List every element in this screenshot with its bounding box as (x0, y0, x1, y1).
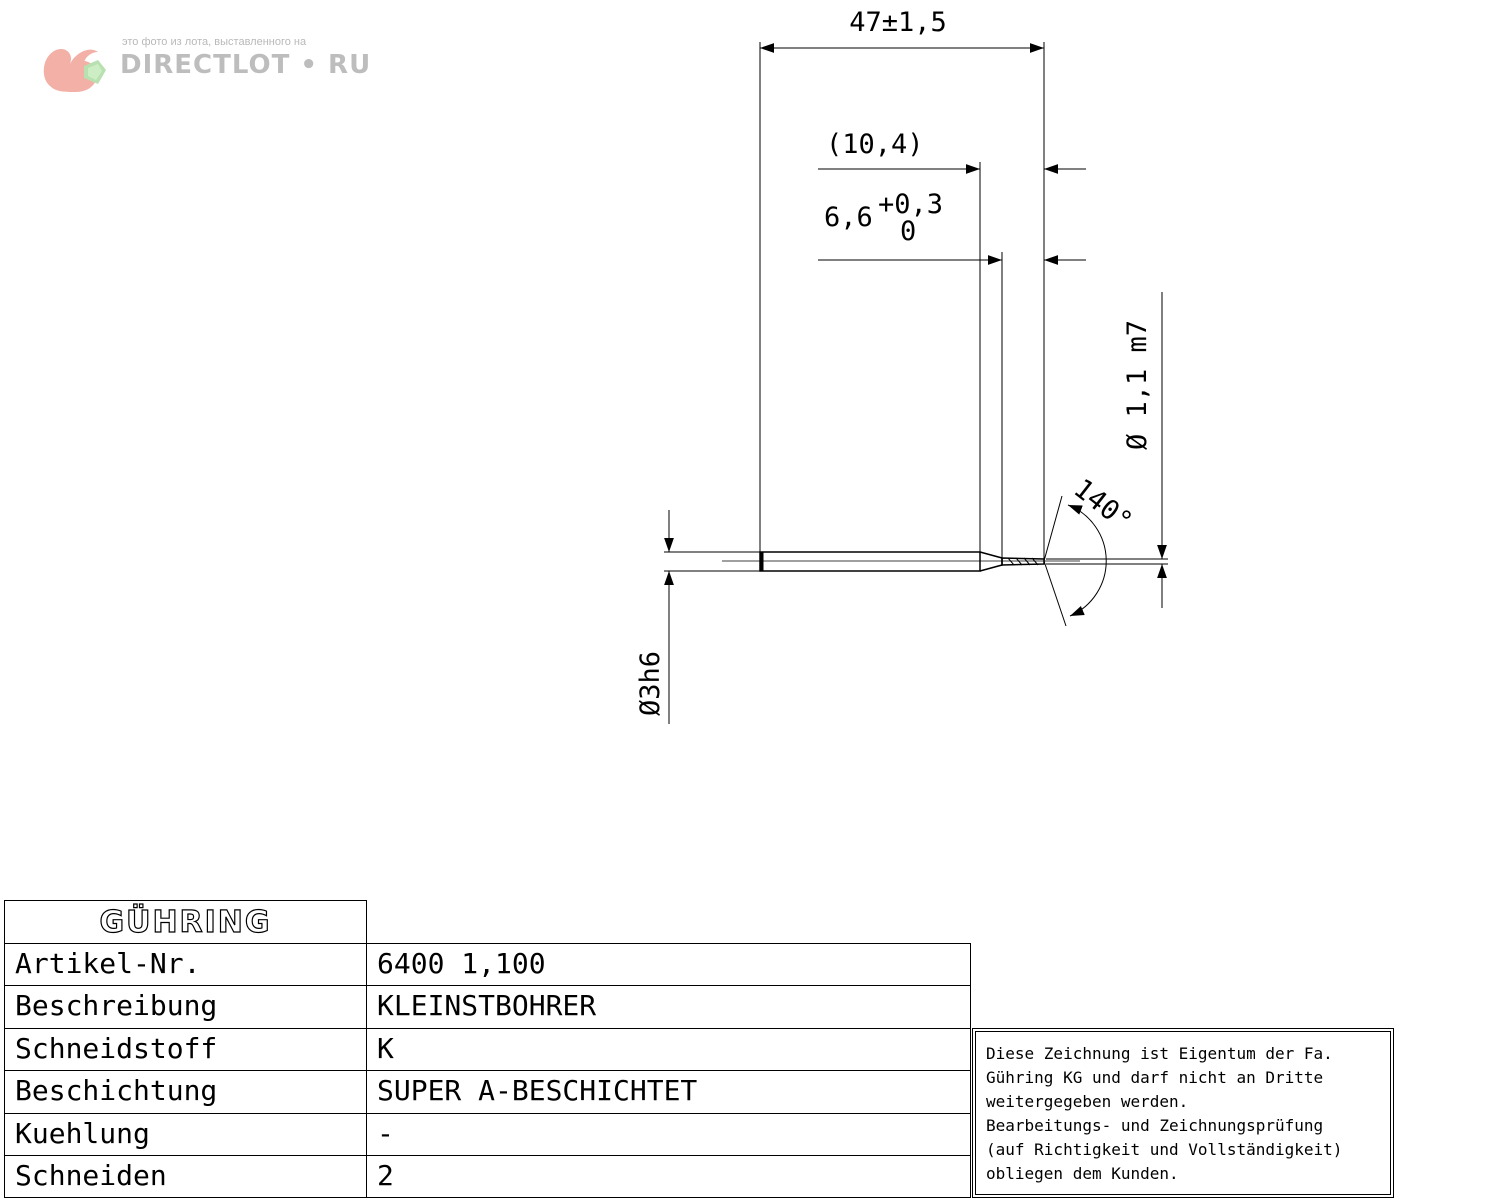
notice-line: Diese Zeichnung ist Eigentum der Fa. (986, 1044, 1333, 1063)
watermark-caption: это фото из лота, выставленного на (122, 36, 307, 48)
angle-arc (1067, 504, 1107, 617)
angle-ext-lower (1043, 560, 1067, 627)
extension-lines (664, 42, 1168, 572)
title-row-value: 6400 1,100 (366, 943, 971, 987)
watermark-site: DIRECTLOT • RU (120, 50, 372, 80)
title-row-value: 2 (366, 1155, 971, 1199)
technical-drawing: 47±1,5 (10,4) 6,6 +0,3 0 Ø 1,1 m7 Ø3h6 1… (635, 7, 1168, 724)
dim-point-angle: 140° (1068, 473, 1138, 537)
notice-line: Bearbeitungs- und Zeichnungsprüfung (986, 1116, 1324, 1135)
dim-flute-tol-upper: +0,3 (878, 189, 943, 220)
squirrel-logo-icon (43, 48, 106, 92)
brand-logo: GÜHRING (99, 904, 272, 940)
dim-tip-diameter: Ø 1,1 m7 (1122, 320, 1153, 450)
brand-cell: GÜHRING (4, 900, 367, 944)
dim-flute-nominal: 6,6 (824, 202, 873, 233)
title-row-value: KLEINSTBOHRER (366, 985, 971, 1029)
title-row-value: K (366, 1027, 971, 1072)
watermark: это фото из лота, выставленного на DIREC… (40, 36, 370, 96)
notice-line: obliegen dem Kunden. (986, 1164, 1179, 1183)
notice-box: Diese Zeichnung ist Eigentum der Fa. Gühr… (972, 1028, 1394, 1198)
title-row-label: Artikel-Nr. (4, 943, 367, 987)
notice-line: weitergegeben werden. (986, 1092, 1189, 1111)
title-row-label: Kuehlung (4, 1112, 367, 1156)
title-row-label: Schneidstoff (4, 1027, 367, 1072)
title-row-value: - (366, 1112, 971, 1156)
dim-flute-tol-lower: 0 (900, 216, 916, 247)
dim-overall-length: 47±1,5 (849, 7, 947, 38)
title-row-label: Beschichtung (4, 1070, 367, 1114)
notice-inner: Diese Zeichnung ist Eigentum der Fa. Gühr… (975, 1031, 1391, 1195)
dim-flute-ref: (10,4) (826, 129, 924, 160)
notice-line: (auf Richtigkeit und Vollständigkeit) (986, 1140, 1343, 1159)
drill-outline (722, 551, 1080, 572)
dim-shank-diameter: Ø3h6 (635, 651, 666, 716)
title-row-value: SUPER A-BESCHICHTET (366, 1070, 971, 1114)
title-row-label: Beschreibung (4, 985, 367, 1029)
angle-ext-upper (1043, 495, 1063, 562)
title-row-label: Schneiden (4, 1155, 367, 1199)
notice-line: Gühring KG und darf nicht an Dritte (986, 1068, 1324, 1087)
